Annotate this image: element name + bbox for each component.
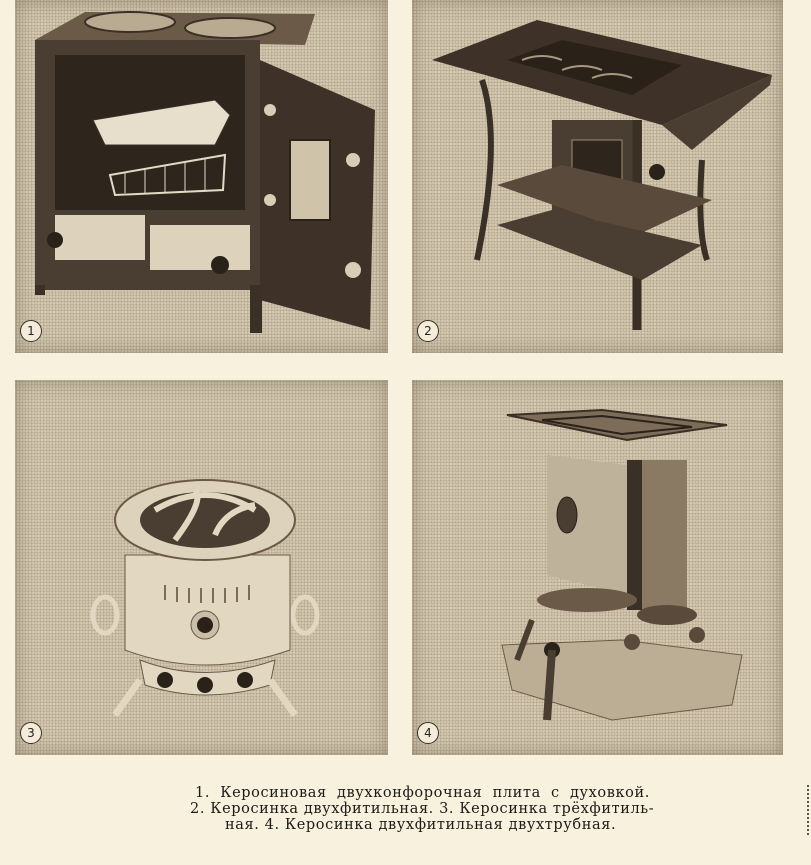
- photo-three-wick-kerosene-stove: 3: [15, 380, 388, 755]
- caption-line-1: 1. Керосиновая двухконфорочная плита с д…: [195, 785, 650, 801]
- figure-number-badge: 3: [20, 722, 42, 744]
- photo-two-wick-kerosene-stove: 2: [412, 0, 783, 353]
- figure-number-badge: 1: [20, 320, 42, 342]
- photo-kerosene-stove-with-oven: 1: [15, 0, 388, 353]
- figure-number-badge: 4: [417, 722, 439, 744]
- three-wick-stove-illustration: [90, 479, 320, 718]
- page-edge-marks: [804, 785, 809, 835]
- two-wick-stove-illustration: [432, 20, 772, 330]
- figure-number-badge: 2: [417, 320, 439, 342]
- photo-two-wick-two-tube-kerosene-stove: 4: [412, 380, 783, 755]
- figure-caption: 1. Керосиновая двухконфорочная плита с д…: [190, 785, 780, 833]
- two-tube-stove-illustration: [501, 408, 743, 721]
- stove-with-oven-illustration: [35, 11, 375, 333]
- caption-line-2: 2. Керосинка двухфитильная. 3. Керосинка…: [190, 801, 655, 817]
- caption-line-3: ная. 4. Керосинка двухфитильная двухтруб…: [225, 817, 617, 833]
